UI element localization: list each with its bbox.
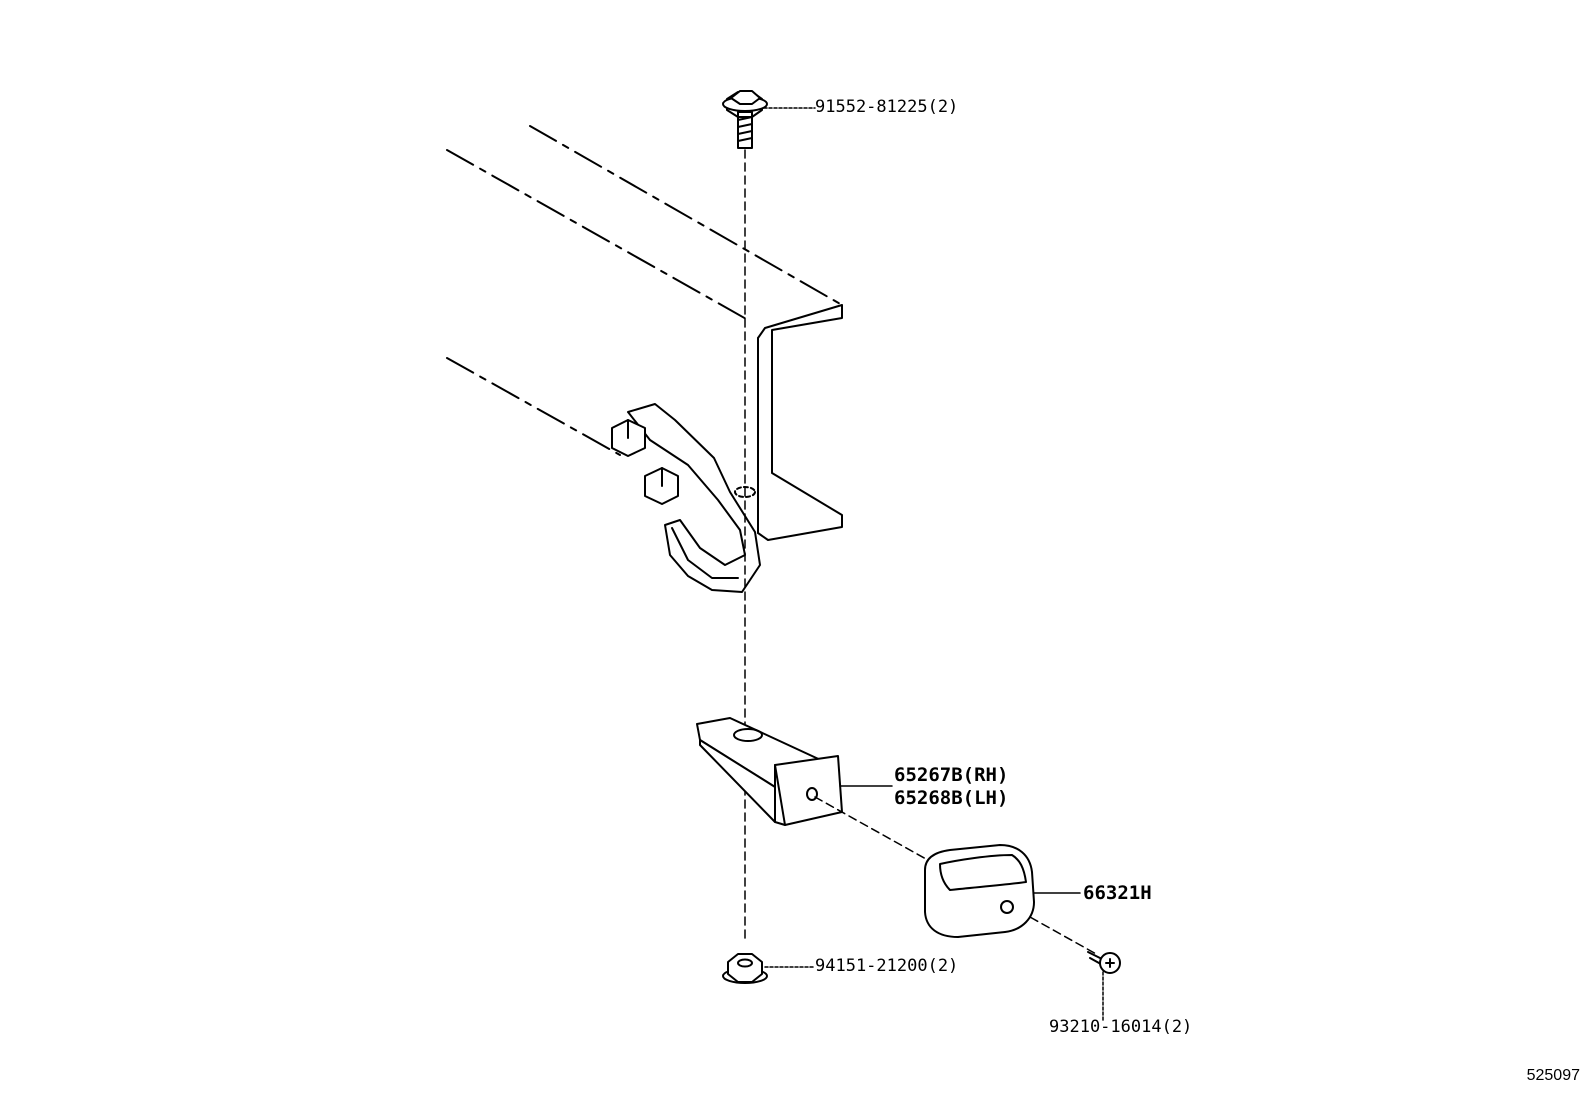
part-label-cap: 66321H	[1083, 882, 1152, 904]
part-label-nut: 94151-21200(2)	[815, 956, 959, 976]
screw-icon	[1087, 951, 1121, 1021]
bracket-icon	[696, 717, 843, 826]
nut-icon	[722, 953, 768, 984]
part-label-bracket-rh: 65267B(RH)	[894, 764, 1009, 786]
part-label-bracket-lh: 65268B(LH)	[894, 787, 1009, 809]
cap-icon	[924, 844, 1035, 938]
tow-hook	[611, 403, 761, 593]
bolt-top-icon	[722, 90, 768, 149]
diagram-number: 525097	[1526, 1067, 1580, 1084]
leader-lines	[763, 107, 1081, 968]
part-label-screw: 93210-16014(2)	[1049, 1017, 1193, 1037]
part-label-bolt: 91552-81225(2)	[815, 97, 959, 117]
frame-rail	[446, 125, 843, 541]
